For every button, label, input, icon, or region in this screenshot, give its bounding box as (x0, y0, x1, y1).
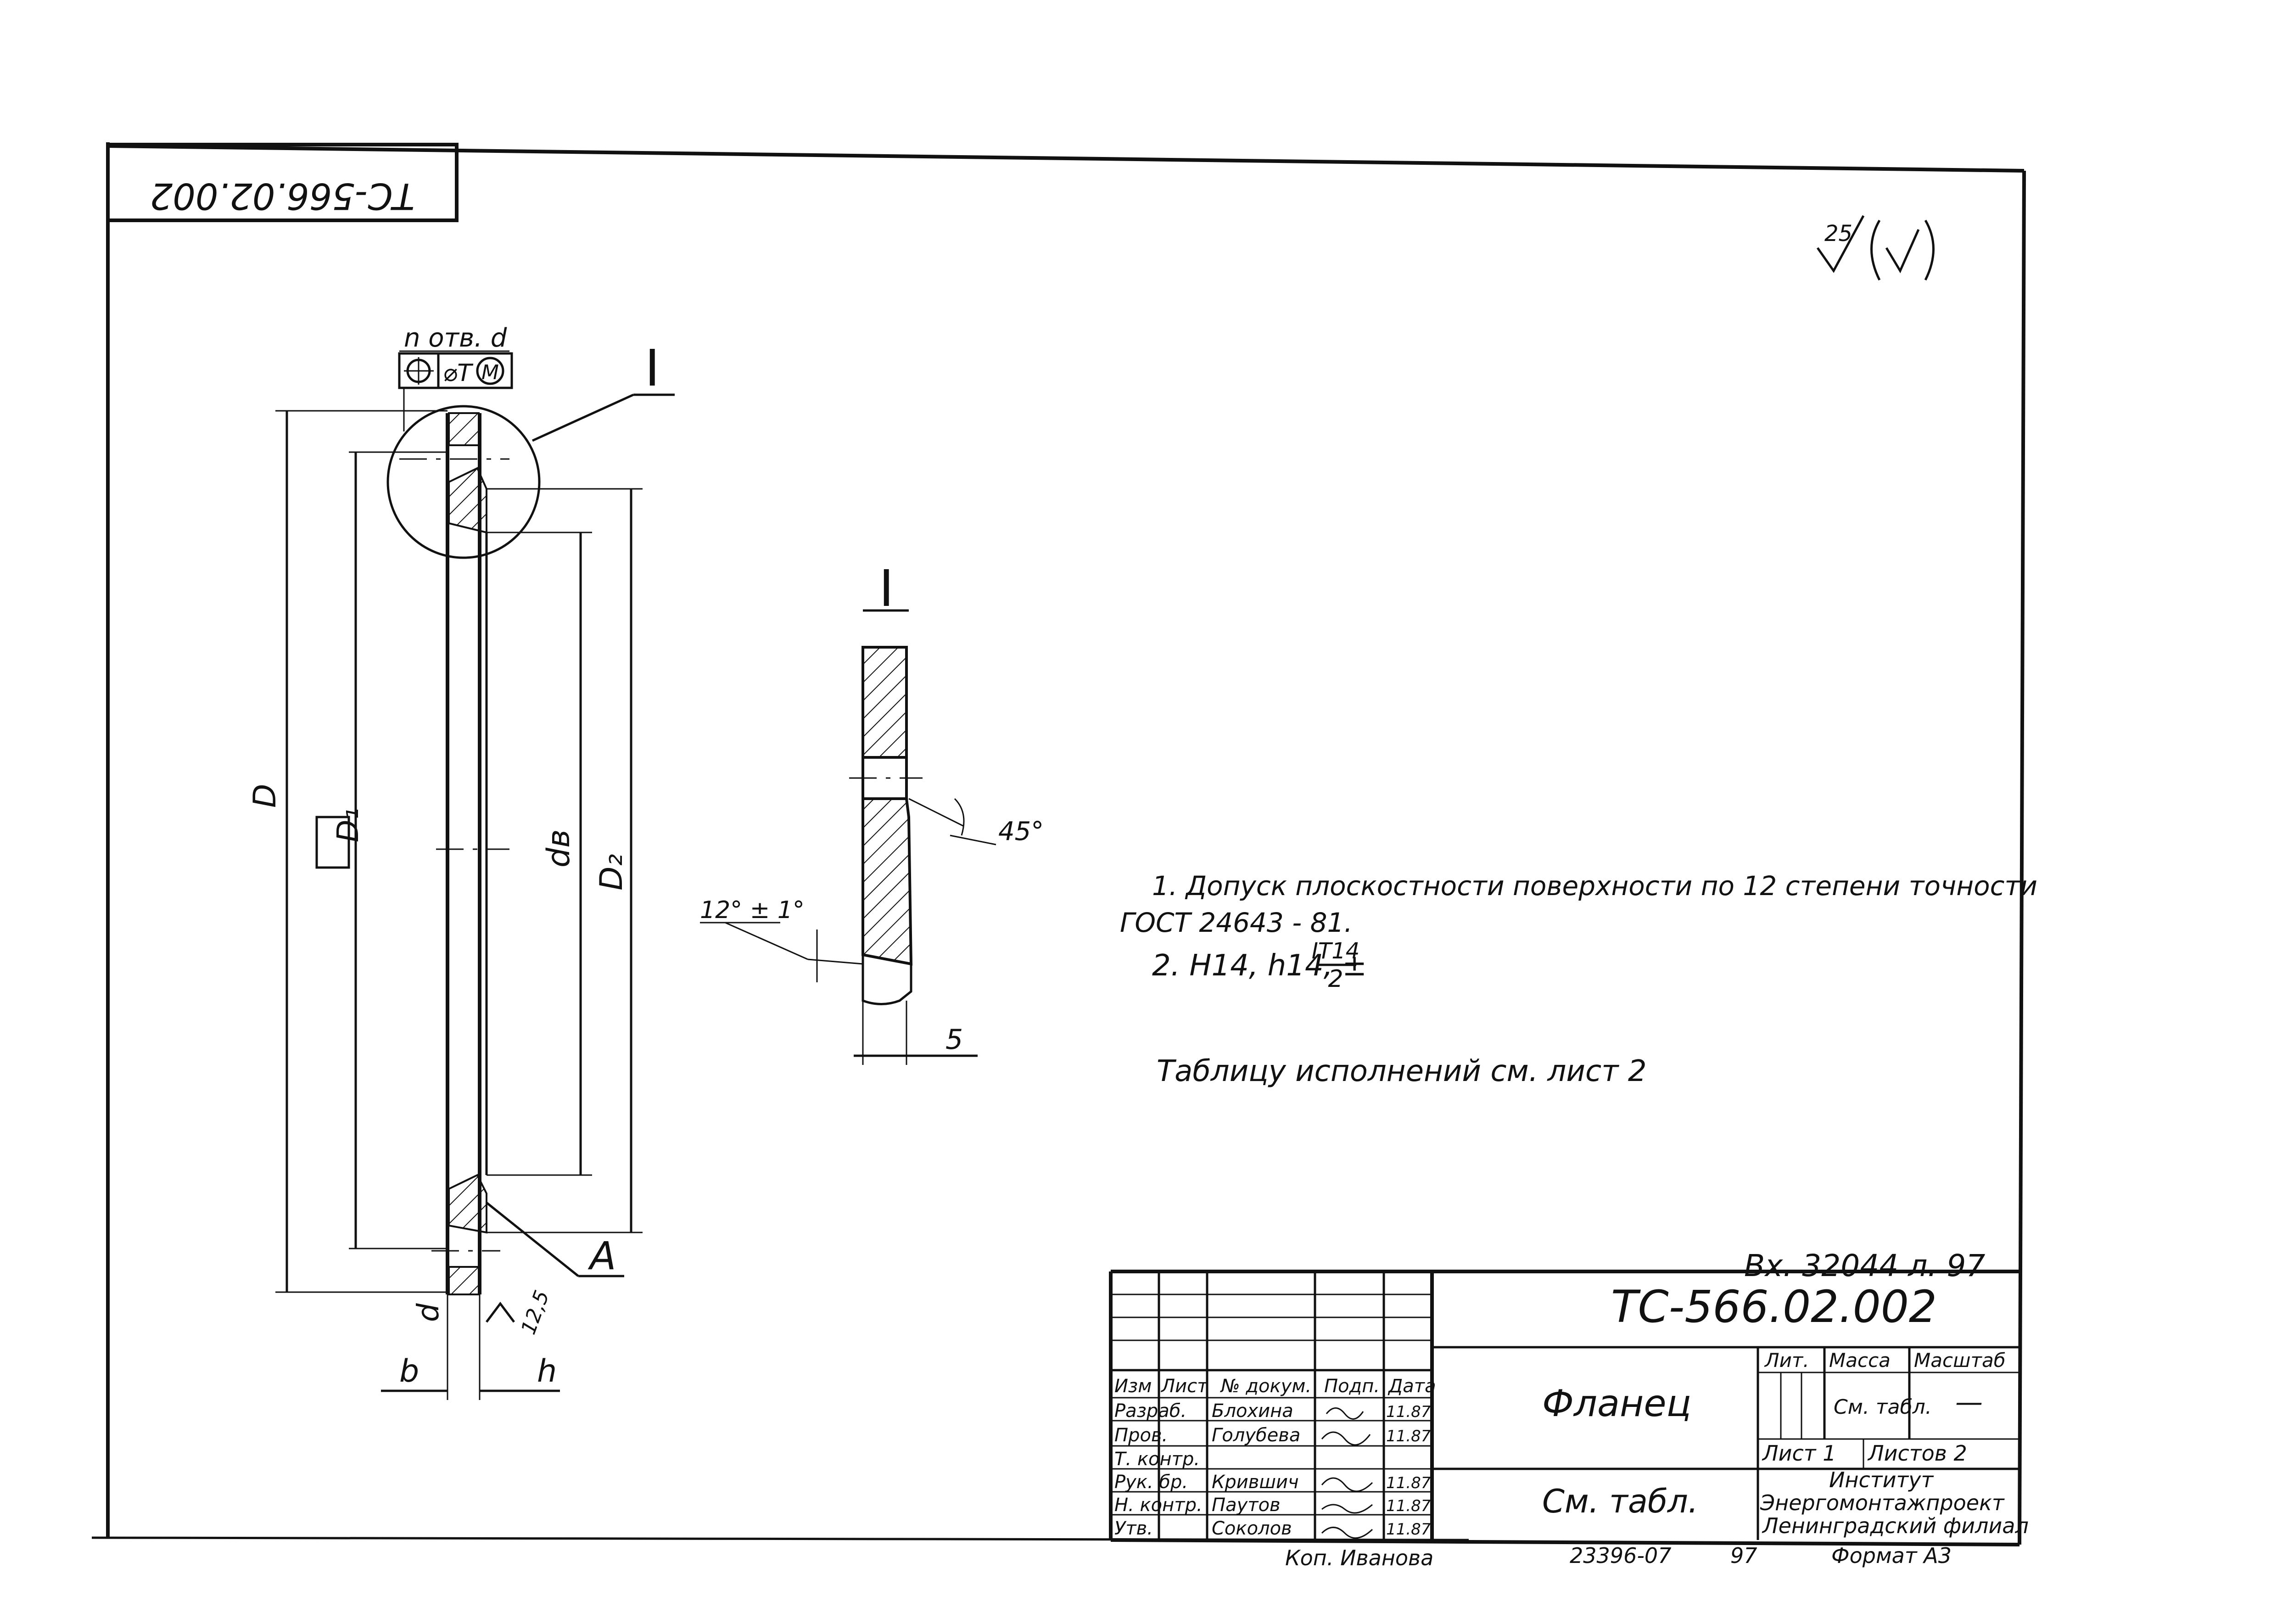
dim-b: b (399, 1353, 419, 1389)
row-role-1: Пров. (1114, 1425, 1168, 1446)
row-date-0: 11.87 (1386, 1403, 1431, 1421)
footer-sheet-no: 97 (1730, 1543, 1757, 1568)
row-role-2: Т. контр. (1114, 1449, 1200, 1470)
sheets-total: Листов 2 (1867, 1441, 1967, 1466)
row-name-3: Крившич (1212, 1472, 1299, 1493)
note-1: 1. Допуск плоскостности поверхности по 1… (1152, 870, 2037, 902)
org-line-3: Ленинградский филиал (1762, 1513, 2029, 1538)
table-reference: Таблицу исполнений см. лист 2 (1157, 1054, 1647, 1088)
angle-12: 12° ± 1° (700, 896, 805, 924)
hole-callout-modifier: M (481, 361, 499, 384)
row-role-4: Н. контр. (1114, 1495, 1203, 1516)
row-date-4: 11.87 (1386, 1497, 1431, 1515)
dimensions: D D₁ dв D₂ b h d 12,5 (247, 410, 643, 1400)
hdr-list: Лист (1160, 1376, 1208, 1397)
roughness-12-5: 12,5 (517, 1288, 554, 1338)
note-1-cont: ГОСТ 24643 - 81. (1120, 907, 1353, 938)
flange-section: I A (386, 339, 675, 1295)
designation: ТС-566.02.002 (1611, 1281, 1937, 1333)
row-role-3: Рук. бр. (1114, 1472, 1188, 1493)
row-name-5: Соколов (1212, 1518, 1292, 1539)
row-role-5: Утв. (1114, 1518, 1153, 1539)
part-name: Фланец (1542, 1382, 1691, 1425)
registration-mark: Вх. 32044 л. 97 (1744, 1248, 1985, 1283)
row-date-1: 11.87 (1386, 1427, 1431, 1445)
dim-dB: dв (541, 829, 577, 868)
top-stamp-text: ТС-566.02.002 (150, 175, 415, 216)
mass-value: См. табл. (1834, 1395, 1932, 1419)
sheet-number: Лист 1 (1762, 1441, 1836, 1466)
footer-format: Формат А3 (1831, 1543, 1952, 1568)
material: См. табл. (1542, 1483, 1698, 1520)
hole-callout: n отв. d ⌀T M (398, 323, 513, 431)
dim-h: h (537, 1353, 557, 1389)
row-date-5: 11.87 (1386, 1520, 1431, 1539)
detail-view: I 45° 12° ± 1° 5 (700, 559, 1044, 1065)
row-name-0: Блохина (1212, 1400, 1293, 1422)
title-block: Изм Лист № докум. Подп. Дата Разраб. Бло… (1109, 1270, 2029, 1540)
hdr-izm: Изм (1114, 1376, 1152, 1397)
top-stamp: ТС-566.02.002 (106, 143, 459, 222)
signatures (1321, 1407, 1373, 1539)
dim-D1: D₁ (331, 808, 365, 842)
dim-5: 5 (945, 1024, 963, 1056)
hdr-date: Дата (1387, 1376, 1436, 1397)
detail-mark: I (879, 559, 894, 618)
org-line-2: Энергомонтажпроект (1760, 1490, 2005, 1515)
note-2-den: 2 (1328, 965, 1343, 993)
mass-label: Масса (1829, 1349, 1891, 1372)
dim-D: D (247, 784, 283, 808)
hole-callout-label: n отв. d (404, 323, 507, 353)
scale-label: Масштаб (1914, 1349, 2006, 1372)
dim-d: d (412, 1303, 446, 1322)
label-A: A (587, 1233, 616, 1278)
row-name-4: Паутов (1212, 1495, 1281, 1516)
dim-D2: D₂ (593, 854, 630, 890)
angle-45: 45° (998, 817, 1044, 846)
mmc-circle-icon (476, 357, 504, 385)
footer-number: 23396-07 (1570, 1543, 1671, 1568)
footer: Коп. Иванова 23396-07 97 Формат А3 (1285, 1543, 1952, 1570)
hdr-sign: Подп. (1324, 1376, 1380, 1397)
lit-label: Лит. (1764, 1349, 1809, 1372)
footer-copied: Коп. Иванова (1285, 1546, 1433, 1570)
notes: 1. Допуск плоскостности поверхности по 1… (1120, 870, 2037, 1088)
sheet-frame (91, 142, 2026, 1546)
org-line-1: Институт (1829, 1467, 1934, 1492)
roughness-symbol: 25 (1816, 215, 1935, 281)
detail-mark-main: I (645, 339, 660, 398)
detail-circle (386, 405, 541, 559)
row-role-0: Разраб. (1114, 1400, 1186, 1422)
hole-callout-tolerance: ⌀T (443, 359, 474, 387)
roughness-value: 25 (1824, 221, 1852, 246)
hdr-doc: № докум. (1220, 1376, 1311, 1397)
scale-value: — (1955, 1386, 1983, 1418)
note-2-num: IT14 (1312, 938, 1360, 964)
row-date-3: 11.87 (1386, 1474, 1431, 1492)
row-name-1: Голубева (1212, 1425, 1300, 1446)
